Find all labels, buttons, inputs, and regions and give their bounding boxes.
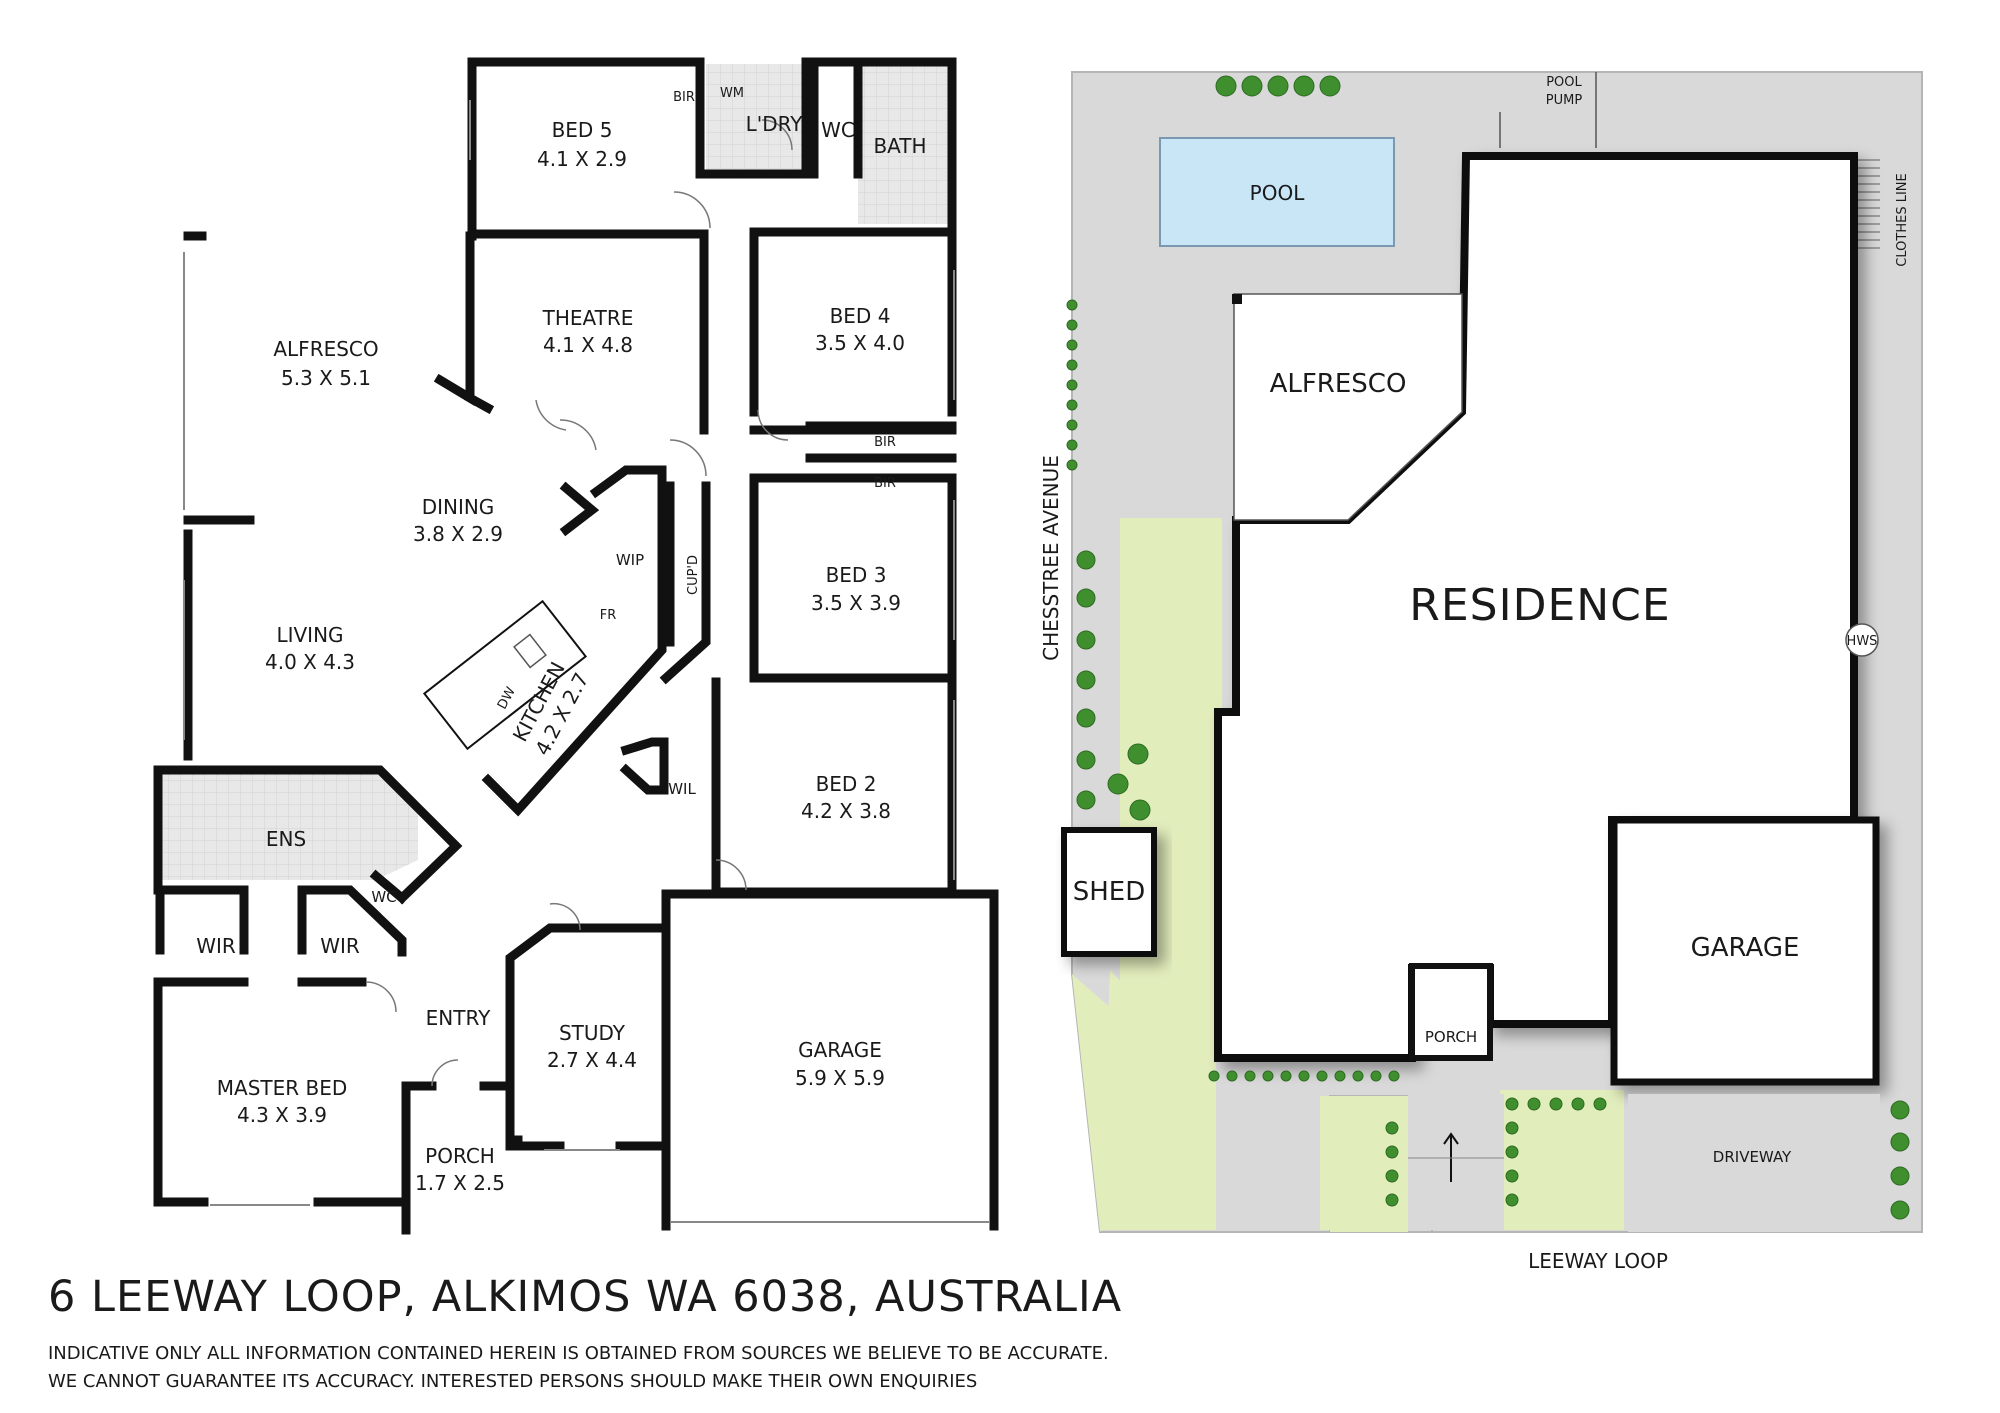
room-label-alfresco: ALFRESCO bbox=[273, 337, 378, 361]
room-dims-bed2: 4.2 X 3.8 bbox=[801, 799, 891, 823]
residence-label: RESIDENCE bbox=[1409, 580, 1670, 631]
room-label-bed5: BED 5 bbox=[552, 118, 613, 142]
room-dims-study: 2.7 X 4.4 bbox=[547, 1048, 637, 1072]
room-dims-porch: 1.7 X 2.5 bbox=[415, 1171, 505, 1195]
room-label-dining: DINING bbox=[422, 495, 495, 519]
garage-footprint bbox=[1610, 816, 1880, 1086]
room-dims-alfresco: 5.3 X 5.1 bbox=[281, 366, 371, 390]
street-label-chesstree-avenue: CHESSTREE AVENUE bbox=[1039, 455, 1063, 661]
pool-pump-label-2: PUMP bbox=[1546, 93, 1583, 108]
pool-pump-label-1: POOL bbox=[1546, 75, 1582, 90]
label-wir-right: WIR bbox=[320, 934, 360, 958]
room-label-study: STUDY bbox=[559, 1021, 626, 1045]
lawn-front-left bbox=[1100, 970, 1408, 1230]
driveway-label: DRIVEWAY bbox=[1713, 1148, 1792, 1166]
ensuite-floor bbox=[160, 772, 418, 880]
label-wir-left: WIR bbox=[196, 934, 236, 958]
hws-icon bbox=[1845, 623, 1879, 657]
driveway bbox=[1628, 1094, 1880, 1232]
sink-icon bbox=[513, 633, 547, 669]
label-wc-top: WC bbox=[821, 118, 855, 142]
hws-label: HWS bbox=[1847, 634, 1878, 649]
label-ens: ENS bbox=[266, 827, 306, 851]
label-bir-bed3: BIR bbox=[874, 476, 896, 491]
room-label-theatre: THEATRE bbox=[542, 306, 634, 330]
room-dims-master: 4.3 X 3.9 bbox=[237, 1103, 327, 1127]
lawn-front-right bbox=[1500, 1090, 1624, 1230]
room-dims-dining: 3.8 X 2.9 bbox=[413, 522, 503, 546]
hedge-plants bbox=[1066, 75, 1910, 1220]
label-bath: BATH bbox=[873, 134, 926, 158]
street-label-leeway-loop: LEEWAY LOOP bbox=[1528, 1249, 1668, 1273]
shed bbox=[1061, 827, 1157, 957]
floor-plan: BED 5 4.1 X 2.9 THEATRE 4.1 X 4.8 BED 4 … bbox=[153, 57, 999, 1235]
label-wil: WIL bbox=[668, 780, 696, 798]
room-label-garage: GARAGE bbox=[798, 1038, 882, 1062]
property-address: 6 LEEWAY LOOP, ALKIMOS WA 6038, AUSTRALI… bbox=[48, 1272, 1123, 1322]
alfresco-label: ALFRESCO bbox=[1270, 369, 1407, 399]
room-dims-bed3: 3.5 X 3.9 bbox=[811, 591, 901, 615]
laundry-floor bbox=[706, 64, 806, 174]
porch-label: PORCH bbox=[1425, 1028, 1477, 1046]
clothes-line-icon bbox=[1858, 159, 1880, 249]
kitchen-island bbox=[422, 599, 588, 751]
path-paving bbox=[1408, 1094, 1504, 1230]
disclaimer-line-1: INDICATIVE ONLY ALL INFORMATION CONTAINE… bbox=[48, 1343, 1109, 1364]
pool bbox=[1159, 137, 1395, 247]
clothes-line-label: CLOTHES LINE bbox=[1895, 173, 1910, 266]
room-label-bed3: BED 3 bbox=[826, 563, 887, 587]
porch-footprint bbox=[1409, 963, 1493, 1061]
room-dims-living: 4.0 X 4.3 bbox=[265, 650, 355, 674]
label-wc-ens: WC bbox=[371, 888, 396, 906]
label-bir-bed4: BIR bbox=[874, 435, 896, 450]
alfresco-footprint bbox=[1233, 293, 1463, 521]
label-laundry: L'DRY bbox=[746, 112, 804, 136]
room-dims-theatre: 4.1 X 4.8 bbox=[543, 333, 633, 357]
room-label-bed2: BED 2 bbox=[816, 772, 877, 796]
room-label-master: MASTER BED bbox=[217, 1076, 348, 1100]
room-label-bed4: BED 4 bbox=[830, 304, 891, 328]
site-plan: POOL POOL PUMP CLOTHES LINE ALFRESCO RES… bbox=[1039, 71, 1923, 1273]
room-dims-garage: 5.9 X 5.9 bbox=[795, 1066, 885, 1090]
label-cupd: CUP'D bbox=[686, 555, 701, 595]
room-label-porch: PORCH bbox=[425, 1144, 495, 1168]
disclaimer-line-2: WE CANNOT GUARANTEE ITS ACCURACY. INTERE… bbox=[48, 1371, 978, 1392]
label-entry: ENTRY bbox=[426, 1006, 491, 1030]
label-bir-bed5: BIR bbox=[673, 90, 695, 105]
bath-floor bbox=[858, 64, 948, 224]
shed-label: SHED bbox=[1073, 877, 1146, 907]
label-wm: WM bbox=[720, 86, 744, 101]
disclaimer: INDICATIVE ONLY ALL INFORMATION CONTAINE… bbox=[48, 1340, 1109, 1396]
label-fr: FR bbox=[600, 608, 617, 623]
room-dims-bed4: 3.5 X 4.0 bbox=[815, 331, 905, 355]
garage-label: GARAGE bbox=[1691, 933, 1800, 963]
room-dims-bed5: 4.1 X 2.9 bbox=[537, 147, 627, 171]
pool-label: POOL bbox=[1250, 181, 1306, 205]
room-label-living: LIVING bbox=[276, 623, 343, 647]
label-wip: WIP bbox=[616, 551, 644, 569]
